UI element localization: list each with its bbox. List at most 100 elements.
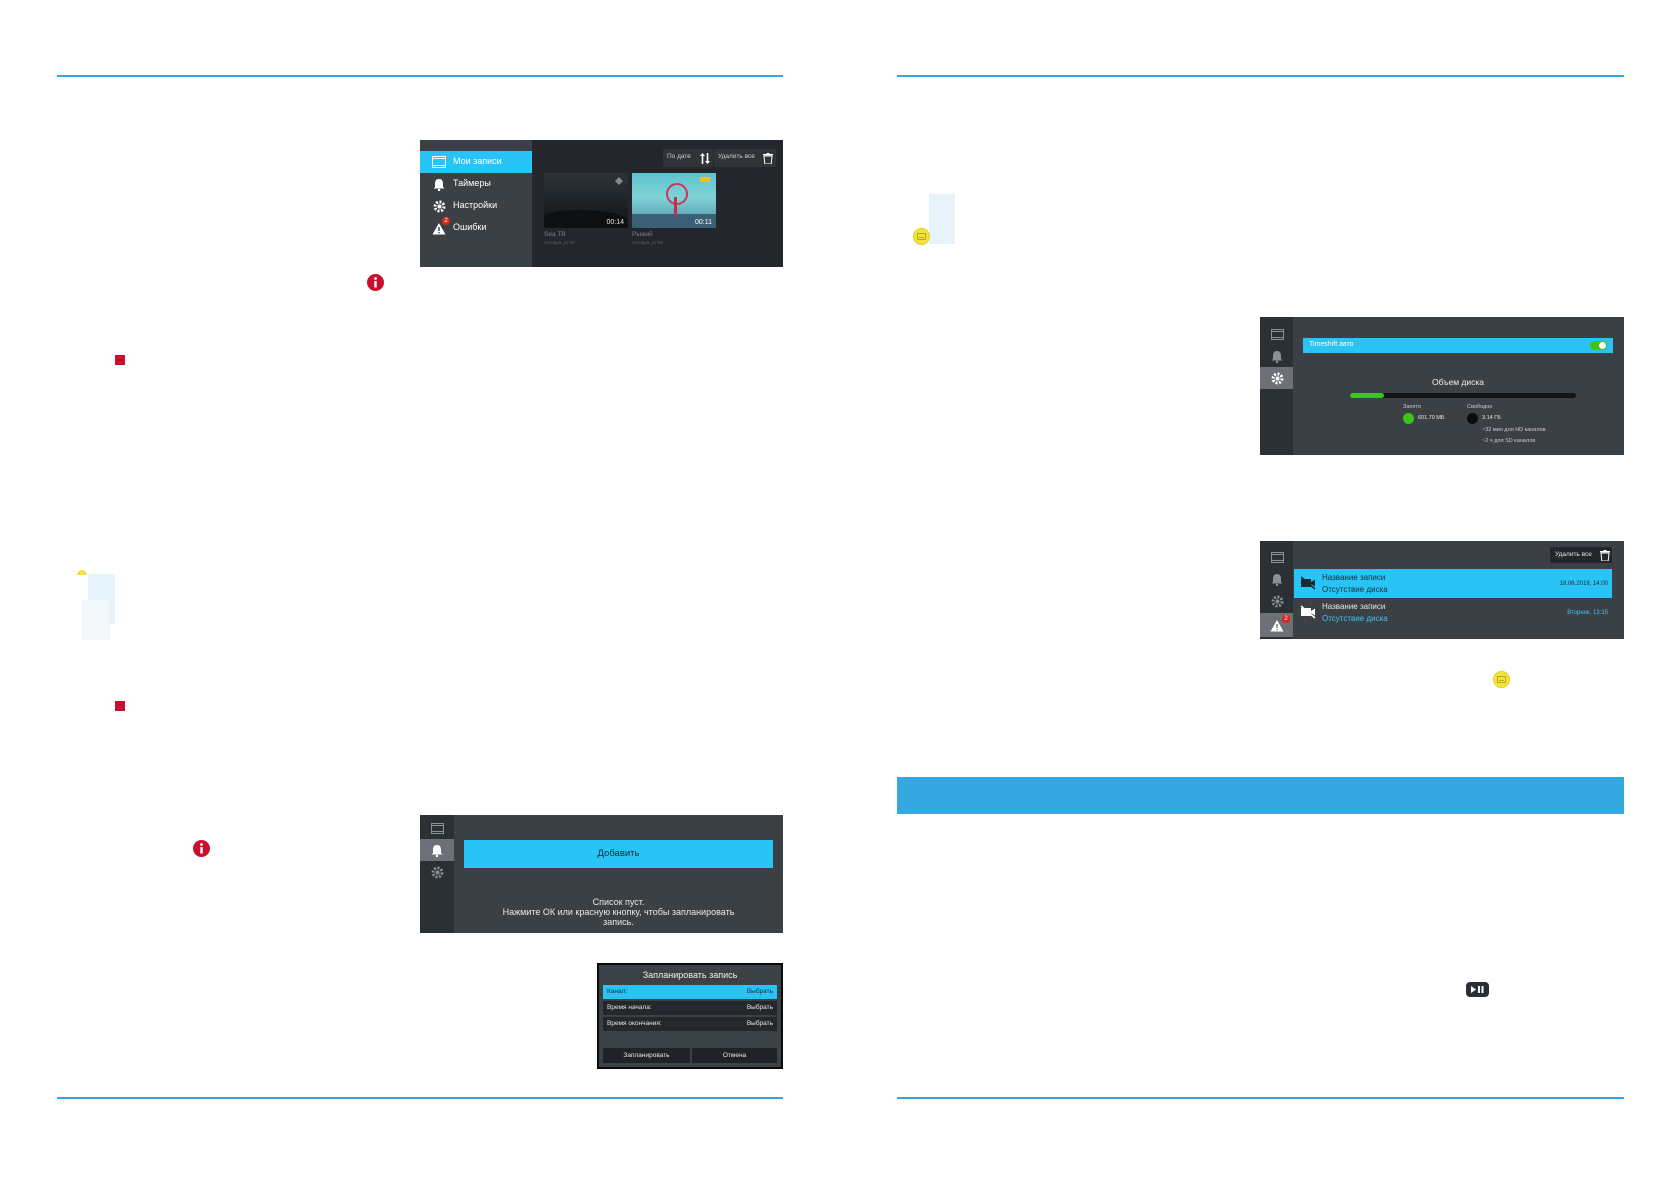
sort-icon xyxy=(699,152,711,164)
row-value: Выбрать xyxy=(746,988,773,995)
free-value: 3.14 ГБ xyxy=(1482,415,1501,421)
bell-icon[interactable] xyxy=(1270,572,1284,586)
row-value: Выбрать xyxy=(746,1020,773,1027)
film-icon xyxy=(430,821,444,835)
bell-icon xyxy=(430,843,444,857)
gear-icon xyxy=(432,199,446,213)
errors-badge: 2 xyxy=(1282,615,1290,623)
timeshift-label: Timeshift авто xyxy=(1309,341,1354,348)
thumbnail-figure xyxy=(666,183,688,205)
schedule-button[interactable]: Запланировать xyxy=(603,1048,690,1063)
used-legend-dot xyxy=(1403,413,1414,424)
film-icon xyxy=(432,155,446,169)
error-item[interactable]: Название записи Отсутствие диска 18.06.2… xyxy=(1294,569,1612,598)
menu-item-timers[interactable]: Таймеры xyxy=(420,173,532,195)
delete-all-label: Удалить все xyxy=(718,153,755,160)
recording-thumbnail[interactable]: 00:14 xyxy=(544,173,628,228)
empty-list-message: Список пуст. Нажмите ОК или красную кноп… xyxy=(464,897,773,927)
subtitle-key-icon xyxy=(913,228,930,245)
header-rule-left xyxy=(57,75,783,77)
timeshift-toggle[interactable] xyxy=(1590,341,1607,350)
footer-rule-left xyxy=(57,1097,783,1099)
empty-line-2: Нажмите ОК или красную кнопку, чтобы зап… xyxy=(502,907,735,917)
dialog-row-end-time[interactable]: Время окончания: Выбрать xyxy=(603,1017,777,1031)
dialog-title: Запланировать запись xyxy=(642,970,738,980)
errors-screenshot: 2 Удалить все Название записи Отсутствие… xyxy=(1260,541,1624,639)
gear-icon[interactable] xyxy=(1270,594,1284,608)
decorative-highlight xyxy=(929,194,955,244)
yellow-dot-icon xyxy=(77,570,87,575)
no-video-icon xyxy=(1300,576,1316,590)
gear-icon[interactable] xyxy=(430,865,444,879)
red-bullet-icon xyxy=(115,355,125,365)
schedule-button-label: Запланировать xyxy=(623,1052,670,1059)
cancel-button[interactable]: Отмена xyxy=(692,1048,777,1063)
menu-item-label: Ошибки xyxy=(453,222,487,232)
recording-thumbnail[interactable]: 00:11 xyxy=(632,173,716,228)
no-video-icon xyxy=(1300,605,1316,619)
sidebar-item-timers[interactable] xyxy=(420,839,454,861)
menu-item-label: Мои записи xyxy=(453,156,502,166)
channel-logo-icon xyxy=(700,177,710,182)
bell-icon xyxy=(432,177,446,191)
recording-date: Сегодня, 17:47 xyxy=(544,240,576,245)
menu-item-label: Таймеры xyxy=(453,178,491,188)
trash-icon xyxy=(1599,549,1611,561)
bell-icon[interactable] xyxy=(1270,349,1284,363)
error-item[interactable]: Название записи Отсутствие диска Вторник… xyxy=(1294,598,1612,627)
warning-icon xyxy=(1269,618,1284,633)
row-value: Выбрать xyxy=(746,1004,773,1011)
delete-all-label: Удалить все xyxy=(1555,551,1592,558)
empty-line-3: запись. xyxy=(603,917,634,927)
sort-by-date-button[interactable]: По дате xyxy=(663,149,713,167)
settings-screenshot: Timeshift авто Объем диска Занято 601.70… xyxy=(1260,317,1624,455)
disk-usage-bar xyxy=(1350,393,1576,398)
toggle-knob xyxy=(1599,342,1606,349)
menu-item-errors[interactable]: 2 Ошибки xyxy=(420,217,532,239)
decorative-highlight-lower xyxy=(82,600,110,640)
add-button-label: Добавить xyxy=(597,848,640,859)
footer-rule-right xyxy=(897,1097,1624,1099)
header-rule-right xyxy=(897,75,1624,77)
gear-icon xyxy=(1270,371,1284,385)
section-banner xyxy=(897,777,1624,814)
sort-label: По дате xyxy=(667,153,691,160)
add-timer-button[interactable]: Добавить xyxy=(464,840,773,868)
used-value: 601.70 МБ xyxy=(1418,415,1445,421)
red-bullet-icon xyxy=(115,701,125,711)
sidebar-item-settings[interactable] xyxy=(1260,367,1293,389)
recording-channel: Sea TB xyxy=(544,231,566,238)
recordings-screenshot: Мои записи Таймеры Настройки 2 Ошибки По… xyxy=(420,140,783,267)
hd-note: ~32 мин для HD каналов xyxy=(1482,427,1546,433)
recording-duration: 00:14 xyxy=(606,219,624,226)
recording-date: Сегодня, 17:55 xyxy=(632,240,664,245)
schedule-dialog: Запланировать запись Канал: Выбрать Врем… xyxy=(597,963,783,1069)
subtitle-key-icon xyxy=(1493,671,1510,688)
row-label: Время начала: xyxy=(607,1004,652,1011)
thumbnail-hill xyxy=(544,210,628,228)
trash-icon xyxy=(762,152,774,164)
info-icon xyxy=(367,274,384,291)
sidebar-item-errors[interactable]: 2 xyxy=(1260,613,1293,637)
timeshift-toggle-row[interactable]: Timeshift авто xyxy=(1303,338,1613,353)
cancel-button-label: Отмена xyxy=(722,1052,747,1059)
dialog-row-start-time[interactable]: Время начала: Выбрать xyxy=(603,1001,777,1015)
sd-note: ~2 ч для SD каналов xyxy=(1482,438,1536,444)
error-title: Название записи xyxy=(1322,573,1386,582)
disk-usage-fill xyxy=(1350,393,1384,398)
warning-icon xyxy=(432,221,446,235)
delete-all-button[interactable]: Удалить все xyxy=(1550,547,1612,563)
row-label: Время окончания: xyxy=(607,1020,662,1027)
used-label: Занято xyxy=(1403,404,1421,410)
delete-all-button[interactable]: Удалить все xyxy=(714,149,776,167)
recording-channel: Рыжий xyxy=(632,231,653,238)
error-time: Вторник, 13:15 xyxy=(1567,610,1608,616)
menu-item-settings[interactable]: Настройки xyxy=(420,195,532,217)
film-icon xyxy=(1270,550,1284,564)
menu-item-my-recordings[interactable]: Мои записи xyxy=(420,151,532,173)
row-label: Канал: xyxy=(607,988,628,995)
empty-line-1: Список пуст. xyxy=(592,897,645,907)
dialog-row-channel[interactable]: Канал: Выбрать xyxy=(603,985,777,999)
recording-duration: 00:11 xyxy=(695,219,712,226)
play-pause-key-icon xyxy=(1466,982,1489,997)
